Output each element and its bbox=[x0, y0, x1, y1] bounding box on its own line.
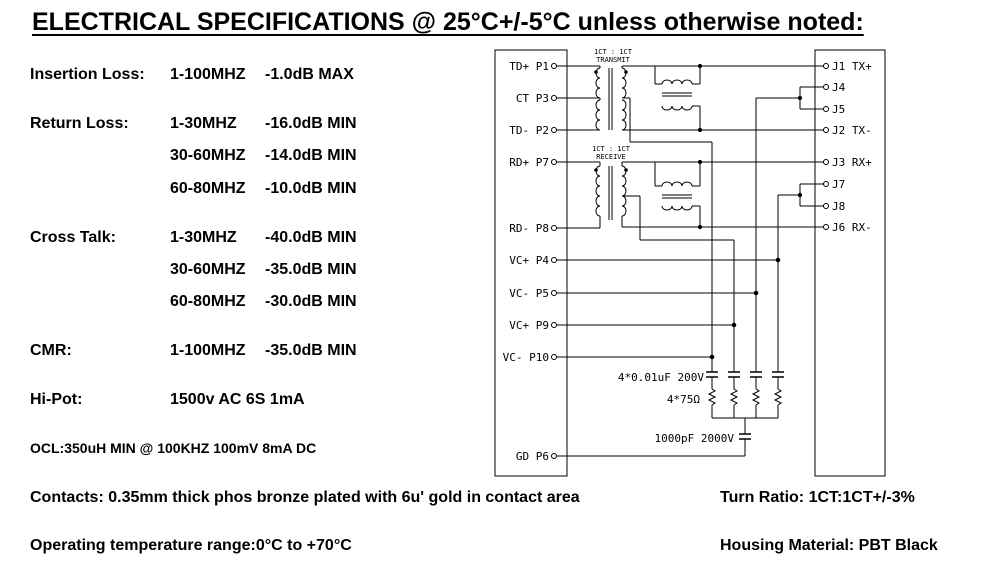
pin-label: VC+ P9 bbox=[509, 319, 549, 332]
cross-talk-label: Cross Talk: bbox=[30, 229, 116, 246]
contacts-note: Contacts: 0.35mm thick phos bronze plate… bbox=[30, 489, 580, 506]
receive-label: RECEIVE bbox=[596, 153, 626, 161]
return-loss-range: 1-30MHZ bbox=[170, 115, 237, 132]
cmr-range: 1-100MHZ bbox=[170, 342, 246, 359]
pin-label: TD+ P1 bbox=[509, 60, 549, 73]
pin-label: RD- P8 bbox=[509, 222, 549, 235]
hipot-value: 1500v AC 6S 1mA bbox=[170, 391, 305, 408]
transmit-transformer bbox=[594, 67, 693, 131]
return-loss-range: 60-80MHZ bbox=[170, 180, 246, 197]
cmr-label: CMR: bbox=[30, 342, 72, 359]
pin-label: RD+ P7 bbox=[509, 156, 549, 169]
return-loss-value: -10.0dB MIN bbox=[265, 180, 357, 197]
pin-label: J5 bbox=[832, 103, 845, 116]
pin-label: J1 TX+ bbox=[832, 60, 872, 73]
insertion-loss-label: Insertion Loss: bbox=[30, 66, 145, 83]
cmr-value: -35.0dB MIN bbox=[265, 342, 357, 359]
return-loss-value: -16.0dB MIN bbox=[265, 115, 357, 132]
ground-capacitor-label: 1000pF 2000V bbox=[655, 432, 735, 445]
termination-network bbox=[706, 260, 784, 456]
resistor-label: 4*75Ω bbox=[667, 393, 700, 406]
turn-ratio-note: Turn Ratio: 1CT:1CT+/-3% bbox=[720, 489, 915, 506]
pin-label: VC- P10 bbox=[503, 351, 549, 364]
cross-talk-range: 60-80MHZ bbox=[170, 293, 246, 310]
pin-label: J4 bbox=[832, 81, 846, 94]
cross-talk-range: 1-30MHZ bbox=[170, 229, 237, 246]
pin-label: J8 bbox=[832, 200, 845, 213]
pin-label: TD- P2 bbox=[509, 124, 549, 137]
page-title: ELECTRICAL SPECIFICATIONS @ 25°C+/-5°C u… bbox=[32, 8, 864, 36]
pin-label: J6 RX- bbox=[832, 221, 872, 234]
cross-talk-value: -40.0dB MIN bbox=[265, 229, 357, 246]
hipot-label: Hi-Pot: bbox=[30, 391, 83, 408]
pin-label: GD P6 bbox=[516, 450, 549, 463]
pin-label: J7 bbox=[832, 178, 845, 191]
return-loss-label: Return Loss: bbox=[30, 115, 129, 132]
return-loss-range: 30-60MHZ bbox=[170, 147, 246, 164]
left-connector-box bbox=[494, 49, 568, 477]
insertion-loss-value: -1.0dB MAX bbox=[265, 66, 354, 83]
ocl-spec: OCL:350uH MIN @ 100KHZ 100mV 8mA DC bbox=[30, 440, 317, 456]
return-loss-value: -14.0dB MIN bbox=[265, 147, 357, 164]
pin-label: J2 TX- bbox=[832, 124, 872, 137]
right-connector-box bbox=[814, 49, 886, 477]
transmit-ratio-label: 1CT : 1CT bbox=[594, 48, 633, 56]
housing-note: Housing Material: PBT Black bbox=[720, 537, 938, 554]
cross-talk-value: -35.0dB MIN bbox=[265, 261, 357, 278]
capacitor-label: 4*0.01uF 200V bbox=[618, 371, 704, 384]
cross-talk-range: 30-60MHZ bbox=[170, 261, 246, 278]
left-pin-terminals bbox=[551, 63, 557, 459]
receive-ratio-label: 1CT : 1CT bbox=[592, 145, 631, 153]
right-pin-terminals bbox=[823, 63, 829, 230]
pin-label: CT P3 bbox=[516, 92, 549, 105]
pin-label: VC- P5 bbox=[509, 287, 549, 300]
pin-label: J3 RX+ bbox=[832, 156, 872, 169]
transmit-label: TRANSMIT bbox=[596, 56, 631, 64]
pin-label: VC+ P4 bbox=[509, 254, 549, 267]
temperature-note: Operating temperature range:0°C to +70°C bbox=[30, 537, 352, 554]
cross-talk-value: -30.0dB MIN bbox=[265, 293, 357, 310]
insertion-loss-range: 1-100MHZ bbox=[170, 66, 246, 83]
receive-transformer bbox=[594, 165, 693, 220]
